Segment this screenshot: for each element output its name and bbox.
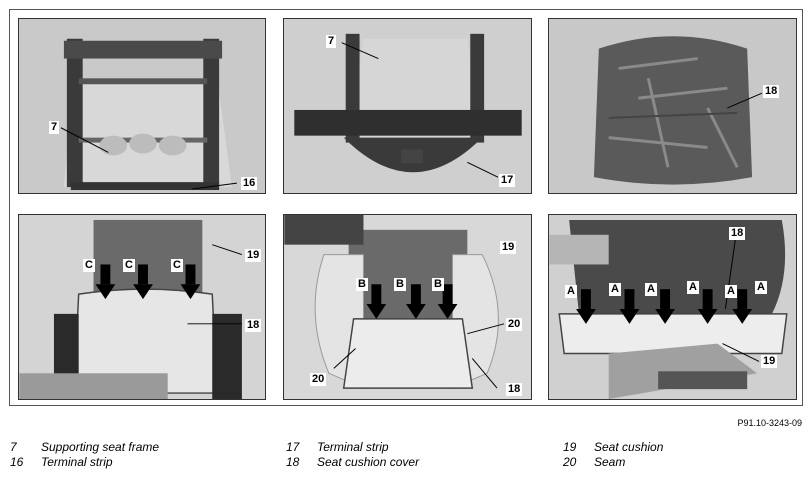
legend-text: Seat cushion cover xyxy=(317,455,420,469)
callout-label: 16 xyxy=(241,177,258,190)
photo-panel-4: 19 C C C 18 xyxy=(18,214,266,400)
photo-panel-1: 7 16 xyxy=(18,18,266,194)
legend-text: Seat cushion xyxy=(594,440,664,454)
callout-label: C xyxy=(83,259,95,272)
callout-label: 18 xyxy=(506,383,523,396)
callout-label: 20 xyxy=(310,373,327,386)
legend-item: 17 Terminal strip xyxy=(286,440,419,455)
callout-label: A xyxy=(645,283,657,296)
legend-text: Terminal strip xyxy=(41,455,113,469)
callout-label: 19 xyxy=(761,355,778,368)
callout-label: A xyxy=(565,285,577,298)
callout-label: C xyxy=(171,259,183,272)
legend-text: Seam xyxy=(594,455,626,469)
callout-label: 7 xyxy=(326,35,337,48)
photo-panel-6: 18 A A A A A A 19 xyxy=(548,214,797,400)
callout-label: B xyxy=(432,278,444,291)
callout-label: 17 xyxy=(499,174,516,187)
callout-label: A xyxy=(687,281,699,294)
legend-item: 16 Terminal strip xyxy=(10,455,159,470)
cushion-arrows-a-illustration xyxy=(549,215,796,399)
cushion-cover-illustration xyxy=(549,19,796,193)
legend-text: Supporting seat frame xyxy=(41,440,160,454)
callout-label: 19 xyxy=(245,249,262,262)
legend-number: 20 xyxy=(563,455,577,469)
callout-label: A xyxy=(609,283,621,296)
legend-number: 18 xyxy=(286,455,300,469)
seat-frame-illustration xyxy=(19,19,265,193)
legend-number: 16 xyxy=(10,455,24,469)
legend-item: 20 Seam xyxy=(563,455,663,470)
callout-label: A xyxy=(755,281,767,294)
legend-number: 19 xyxy=(563,440,577,454)
callout-label: 18 xyxy=(729,227,746,240)
photo-panel-3: 18 xyxy=(548,18,797,194)
seat-frame-top-illustration xyxy=(284,19,531,193)
figure-frame: 7 16 7 17 18 xyxy=(9,9,803,406)
callout-label: C xyxy=(123,259,135,272)
photo-panel-5: 19 B B B 20 20 18 xyxy=(283,214,532,400)
callout-label: 7 xyxy=(49,121,60,134)
figure-id: P91.10-3243-09 xyxy=(737,418,802,428)
callout-label: B xyxy=(356,278,368,291)
legend-item: 18 Seat cushion cover xyxy=(286,455,419,470)
callout-label: B xyxy=(394,278,406,291)
legend-text: Terminal strip xyxy=(317,440,389,454)
callout-label: 20 xyxy=(506,318,523,331)
callout-label: 19 xyxy=(500,241,517,254)
legend-item: 19 Seat cushion xyxy=(563,440,663,455)
legend-column-3: 19 Seat cushion 20 Seam xyxy=(563,440,663,470)
legend-number: 17 xyxy=(286,440,300,454)
legend-item: 7 Supporting seat frame xyxy=(10,440,159,455)
legend-column-1: 7 Supporting seat frame 16 Terminal strip xyxy=(10,440,159,470)
cushion-arrows-c-illustration xyxy=(19,215,265,399)
callout-label: 18 xyxy=(763,85,780,98)
callout-label: A xyxy=(725,285,737,298)
callout-label: 18 xyxy=(245,319,262,332)
cushion-arrows-b-illustration xyxy=(284,215,531,399)
legend-column-2: 17 Terminal strip 18 Seat cushion cover xyxy=(286,440,419,470)
photo-panel-2: 7 17 xyxy=(283,18,532,194)
legend-number: 7 xyxy=(10,440,17,454)
